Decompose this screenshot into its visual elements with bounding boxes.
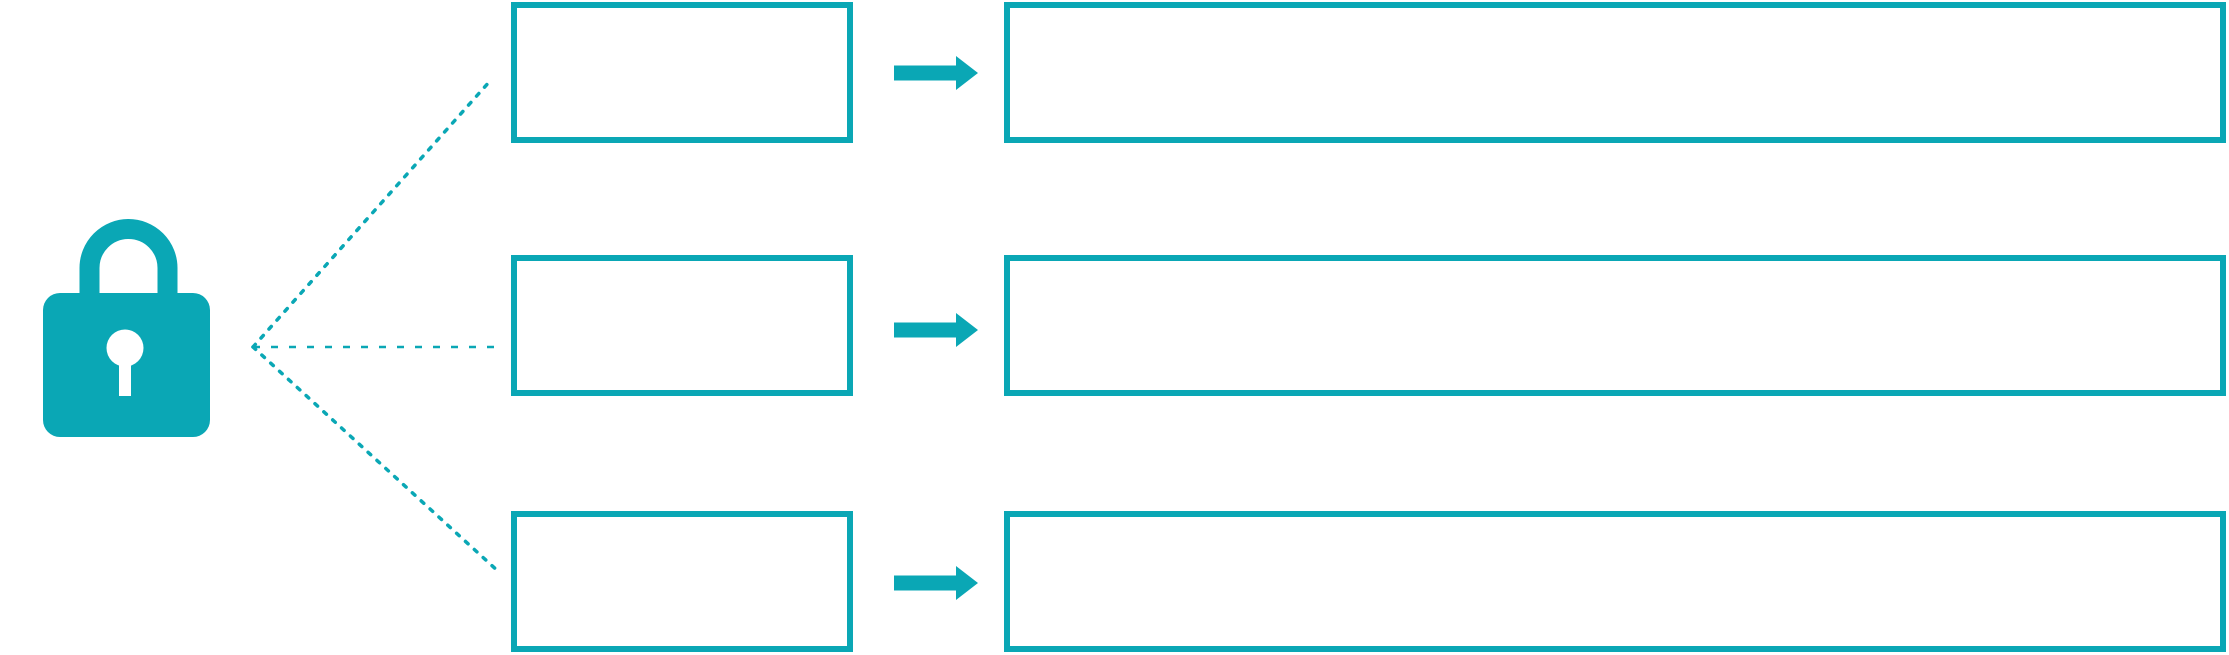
flow-box-small-2	[511, 255, 853, 396]
arrow-right-icon	[894, 56, 978, 90]
lock-shackle	[79, 219, 178, 319]
flow-box-large-1	[1004, 2, 2226, 143]
flow-box-small-1	[511, 2, 853, 143]
arrow-right-shape	[894, 566, 978, 600]
dotted-connector-bottom	[251, 345, 502, 575]
arrow-right-icon	[894, 313, 978, 347]
arrow-right-shape	[894, 313, 978, 347]
lock-keyhole-stem	[119, 359, 131, 396]
arrow-right-shape	[894, 56, 978, 90]
flow-box-large-2	[1004, 255, 2226, 396]
flow-box-large-3	[1004, 511, 2226, 652]
flow-box-small-3	[511, 511, 853, 652]
arrow-right-icon	[894, 566, 978, 600]
dotted-connector-top	[251, 79, 492, 349]
lock-icon	[43, 219, 210, 437]
lock-keyhole	[106, 329, 144, 367]
